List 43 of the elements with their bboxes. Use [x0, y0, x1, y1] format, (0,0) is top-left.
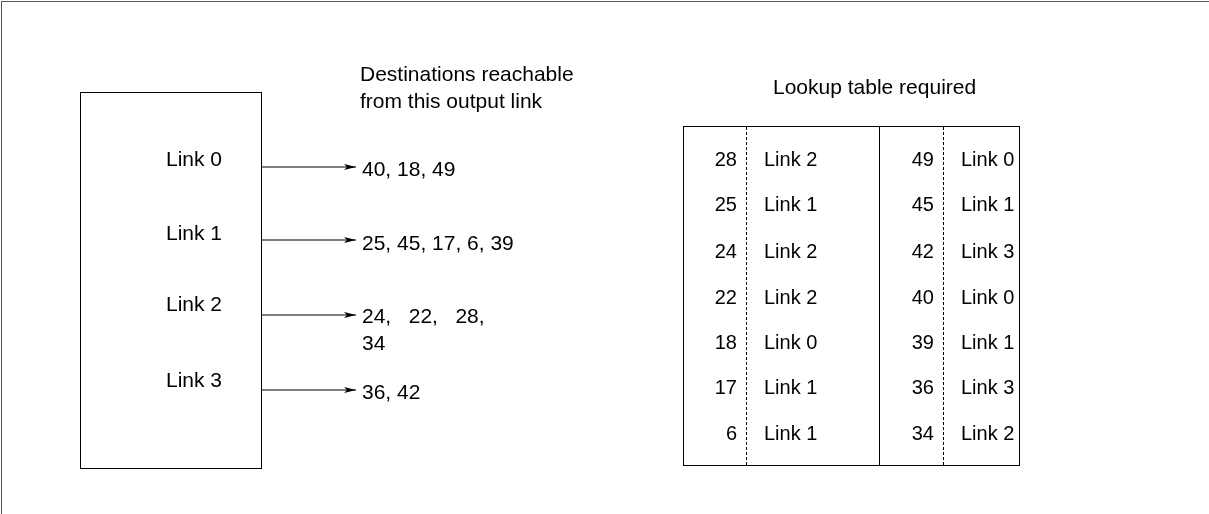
table-cell: 25	[714, 192, 737, 216]
arrow	[261, 312, 357, 318]
router-box	[80, 92, 262, 469]
arrow	[261, 164, 357, 170]
table-cell: Link 0	[961, 147, 1015, 171]
link-label: Link 3	[166, 369, 263, 390]
table-cell: 24	[714, 239, 737, 263]
table-cell: Link 1	[961, 330, 1015, 354]
table-cell: 17	[714, 375, 737, 399]
link-label: Link 2	[166, 293, 263, 314]
destination-list: 24, 22, 28, 34	[362, 302, 512, 356]
table-cell: Link 1	[764, 421, 818, 445]
heading: Lookup table required	[773, 74, 977, 100]
arrow	[261, 237, 357, 243]
table-cell: 28	[714, 147, 737, 171]
heading: Destinations reachable from this output link	[360, 61, 575, 114]
table-cell: Link 2	[764, 285, 818, 309]
table-cell: Link 2	[764, 239, 818, 263]
destination-list: 36, 42	[362, 378, 421, 405]
table-cell: 39	[911, 330, 934, 354]
table-cell: Link 1	[961, 192, 1015, 216]
table-cell: Link 1	[764, 375, 818, 399]
table-cell: Link 3	[961, 375, 1015, 399]
table-cell: Link 0	[764, 330, 818, 354]
table-cell: 45	[911, 192, 934, 216]
table-cell: Link 1	[764, 192, 818, 216]
table-cell: 18	[714, 330, 737, 354]
table-cell: 36	[911, 375, 934, 399]
link-label: Link 0	[166, 148, 263, 169]
table-cell: Link 3	[961, 239, 1015, 263]
table-cell: 6	[725, 421, 737, 445]
destination-list: 40, 18, 49	[362, 155, 456, 182]
destination-list: 25, 45, 17, 6, 39	[362, 229, 514, 256]
table-cell: Link 2	[961, 421, 1015, 445]
arrow	[261, 387, 357, 393]
table-cell: 42	[911, 239, 934, 263]
link-label: Link 1	[166, 222, 263, 243]
table-cell: Link 0	[961, 285, 1015, 309]
table-cell: 22	[714, 285, 737, 309]
table-cell: 49	[911, 147, 934, 171]
table-cell: 34	[911, 421, 934, 445]
table-cell: 40	[911, 285, 934, 309]
table-cell: Link 2	[764, 147, 818, 171]
